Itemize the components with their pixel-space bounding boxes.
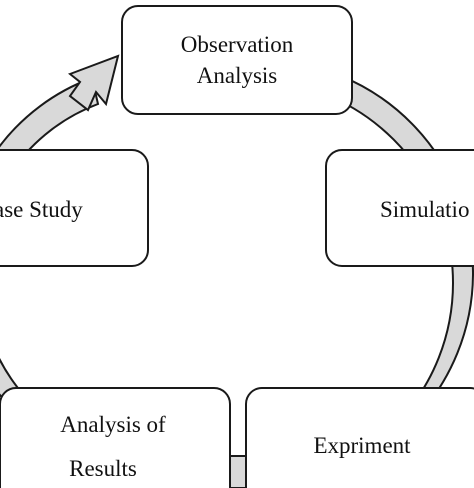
node-observation-line2: Analysis — [197, 63, 278, 88]
node-analysis-of-results: Analysis of Results — [0, 387, 231, 488]
node-analysis-results-line2: Results — [69, 456, 137, 481]
node-simulation: Simulatio — [325, 149, 474, 267]
node-experiment-label: Expriment — [313, 433, 411, 458]
node-case-study: ase Study — [0, 149, 149, 267]
node-observation-line1: Observation — [181, 32, 294, 57]
node-case-study-label: ase Study — [0, 197, 83, 222]
cycle-arrow-head — [68, 54, 120, 112]
node-observation-analysis: Observation Analysis — [121, 5, 353, 115]
node-analysis-results-line1: Analysis of — [60, 412, 166, 437]
node-simulation-label: Simulatio — [380, 197, 469, 222]
node-experiment: Expriment — [245, 387, 474, 488]
